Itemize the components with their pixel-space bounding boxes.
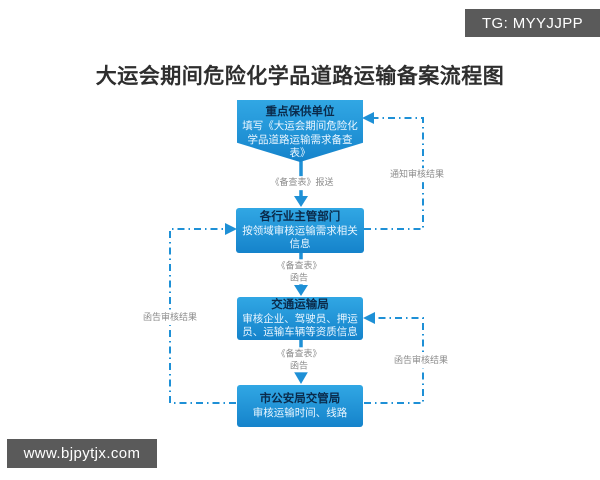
node-body: 审核企业、驾驶员、押运员、运输车辆等资质信息 bbox=[242, 313, 358, 339]
flow-node-industry-departments: 各行业主管部门 按领域审核运输需求相关信息 bbox=[236, 208, 364, 253]
node-body: 填写《大运会期间危险化学品道路运输需求备查表》 bbox=[242, 120, 358, 159]
node-body: 审核运输时间、线路 bbox=[252, 407, 348, 420]
feedback-node2-to-node1 bbox=[362, 112, 424, 230]
arrowhead-down-icon bbox=[294, 372, 308, 384]
edge-label-letter-result-left: 函告审核结果 bbox=[140, 311, 200, 325]
arrowhead-down-icon bbox=[294, 196, 308, 207]
flow-node-key-supply-unit: 重点保供单位 填写《大运会期间危险化学品道路运输需求备查表》 bbox=[237, 100, 363, 162]
edge-label-letter-result-right: 函告审核结果 bbox=[391, 354, 451, 368]
flow-node-transport-bureau: 交通运输局 审核企业、驾驶员、押运员、运输车辆等资质信息 bbox=[237, 297, 363, 340]
edge-label-form-letter-1: 《备查表》 函告 bbox=[274, 259, 324, 285]
watermark-badge: www.bjpytjx.com bbox=[7, 439, 157, 468]
arrowhead-right-icon bbox=[225, 223, 237, 235]
arrowhead-left-icon bbox=[362, 112, 374, 124]
node-title: 市公安局交管局 bbox=[259, 392, 341, 405]
node-title: 交通运输局 bbox=[271, 298, 329, 311]
node-body: 按领域审核运输需求相关信息 bbox=[242, 225, 358, 251]
page-title: 大运会期间危险化学品道路运输备案流程图 bbox=[95, 65, 505, 88]
flow-node-traffic-police-bureau: 市公安局交管局 审核运输时间、线路 bbox=[237, 385, 363, 427]
arrowhead-down-icon bbox=[294, 285, 308, 296]
edge-label-notify-result: 通知审核结果 bbox=[387, 168, 447, 182]
node-title: 重点保供单位 bbox=[265, 106, 335, 118]
edge-label-submit-form: 《备查表》报送 bbox=[268, 176, 336, 190]
tg-badge: TG: MYYJJPP bbox=[465, 9, 600, 37]
node-title: 各行业主管部门 bbox=[259, 210, 341, 223]
edge-label-form-letter-2: 《备查表》 函告 bbox=[274, 347, 324, 373]
arrowhead-left-icon bbox=[363, 312, 375, 324]
